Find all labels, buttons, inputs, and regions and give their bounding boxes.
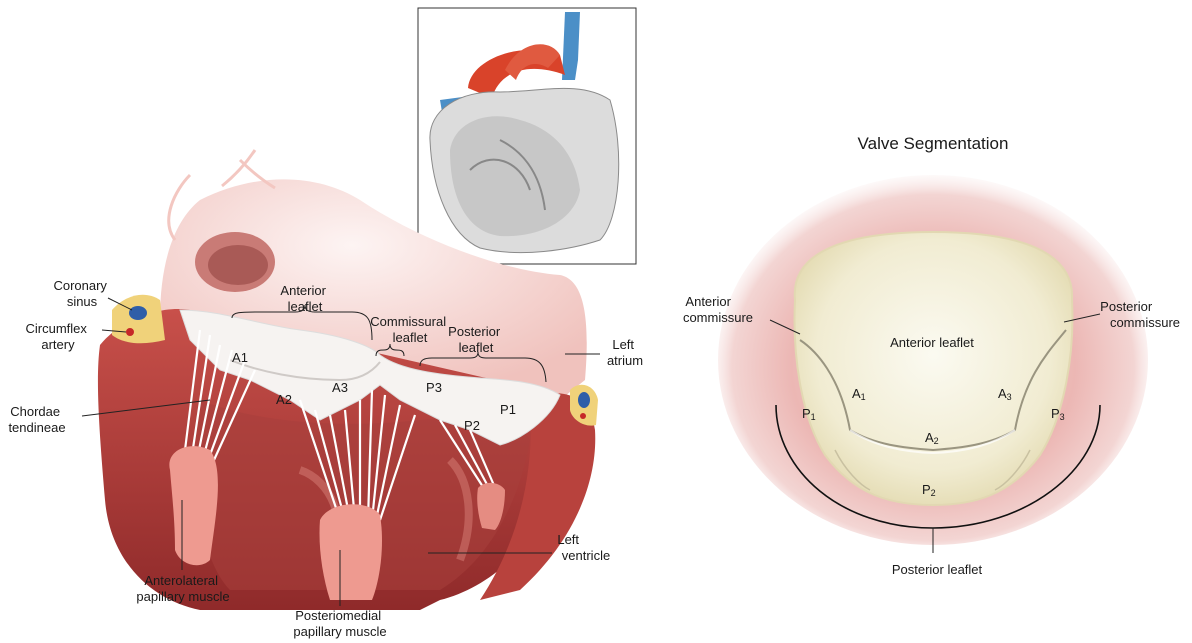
segment-p2-letter: P [922, 482, 931, 497]
label-anterolateral-line1: Anterolateral [144, 573, 218, 588]
valve-segmentation-diagram: Valve Segmentation Posterior leaflet Ant… [683, 134, 1180, 577]
label-left-atrium: Left atrium [607, 337, 643, 368]
label-posteriomedial-line1: Posteriomedial [295, 608, 381, 623]
right-vessel-red [580, 413, 586, 419]
label-anterior-commissure-line1: Anterior [685, 294, 731, 309]
segment-a2-sub: 2 [934, 436, 939, 446]
segment-label-p3-left: P3 [426, 380, 442, 395]
segment-label-p1-left: P1 [500, 402, 516, 417]
label-chordae-tendineae-line1: Chordae [10, 404, 60, 419]
segment-label-a1-left: A1 [232, 350, 248, 365]
label-left-atrium-line2: atrium [607, 353, 643, 368]
label-posteriomedial-papillary-muscle: Posteriomedial papillary muscle [293, 608, 386, 639]
valve-segmentation-title: Valve Segmentation [858, 134, 1009, 153]
label-circumflex-artery: Circumflex artery [25, 321, 90, 352]
label-anterior-leaflet-right: Anterior leaflet [890, 335, 974, 350]
inset-heart-illustration [418, 8, 636, 264]
label-left-atrium-line1: Left [612, 337, 634, 352]
segment-a3-letter: A [998, 386, 1007, 401]
posteriomedial-papillary-muscle-shape [319, 504, 382, 600]
label-commissural-leaflet-line1: Commissural [370, 314, 446, 329]
segment-a1-letter: A [852, 386, 861, 401]
segment-a2-letter: A [925, 430, 934, 445]
valve-body [795, 232, 1073, 505]
label-left-ventricle: Left ventricle [557, 532, 610, 563]
label-coronary-sinus: Coronary sinus [53, 278, 110, 309]
segment-label-p2-left: P2 [464, 418, 480, 433]
label-coronary-sinus-line1: Coronary [53, 278, 107, 293]
label-circumflex-artery-line1: Circumflex [25, 321, 87, 336]
label-anterior-commissure-line2: commissure [683, 310, 753, 325]
segment-label-a2-left: A2 [276, 392, 292, 407]
label-posterior-commissure-line2: commissure [1110, 315, 1180, 330]
label-posterior-leaflet-left-line1: Posterior [448, 324, 501, 339]
right-vessel-blue [578, 392, 590, 408]
coronary-sinus-vessel [129, 306, 147, 320]
segment-p1-sub: 1 [811, 412, 816, 422]
label-anterior-leaflet: Anterior leaflet [280, 283, 329, 314]
label-coronary-sinus-line2: sinus [67, 294, 98, 309]
label-posteriomedial-line2: papillary muscle [293, 624, 386, 639]
label-commissural-leaflet-line2: leaflet [393, 330, 428, 345]
segment-p3-sub: 3 [1060, 412, 1065, 422]
segment-a1-sub: 1 [861, 392, 866, 402]
label-circumflex-artery-line2: artery [41, 337, 75, 352]
circumflex-artery-vessel [126, 328, 134, 336]
label-anterolateral-papillary-muscle: Anterolateral papillary muscle [136, 573, 229, 604]
pulmonary-vein-opening-inner [208, 245, 268, 285]
label-chordae-tendineae: Chordae tendineae [8, 404, 65, 435]
label-anterolateral-line2: papillary muscle [136, 589, 229, 604]
label-posterior-leaflet-left-line2: leaflet [459, 340, 494, 355]
anterolateral-papillary-muscle-shape [169, 446, 218, 565]
label-posterior-leaflet-right: Posterior leaflet [892, 562, 983, 577]
label-left-ventricle-line1: Left [557, 532, 579, 547]
label-left-ventricle-line2: ventricle [562, 548, 610, 563]
segment-p1-letter: P [802, 406, 811, 421]
label-posterior-commissure: Posterior commissure [1100, 299, 1180, 330]
segment-p2-sub: 2 [931, 488, 936, 498]
segment-label-a3-left: A3 [332, 380, 348, 395]
label-chordae-tendineae-line2: tendineae [8, 420, 65, 435]
label-anterior-leaflet-line1: Anterior [280, 283, 326, 298]
segment-p3-letter: P [1051, 406, 1060, 421]
segment-a3-sub: 3 [1007, 392, 1012, 402]
label-posterior-commissure-line1: Posterior [1100, 299, 1153, 314]
